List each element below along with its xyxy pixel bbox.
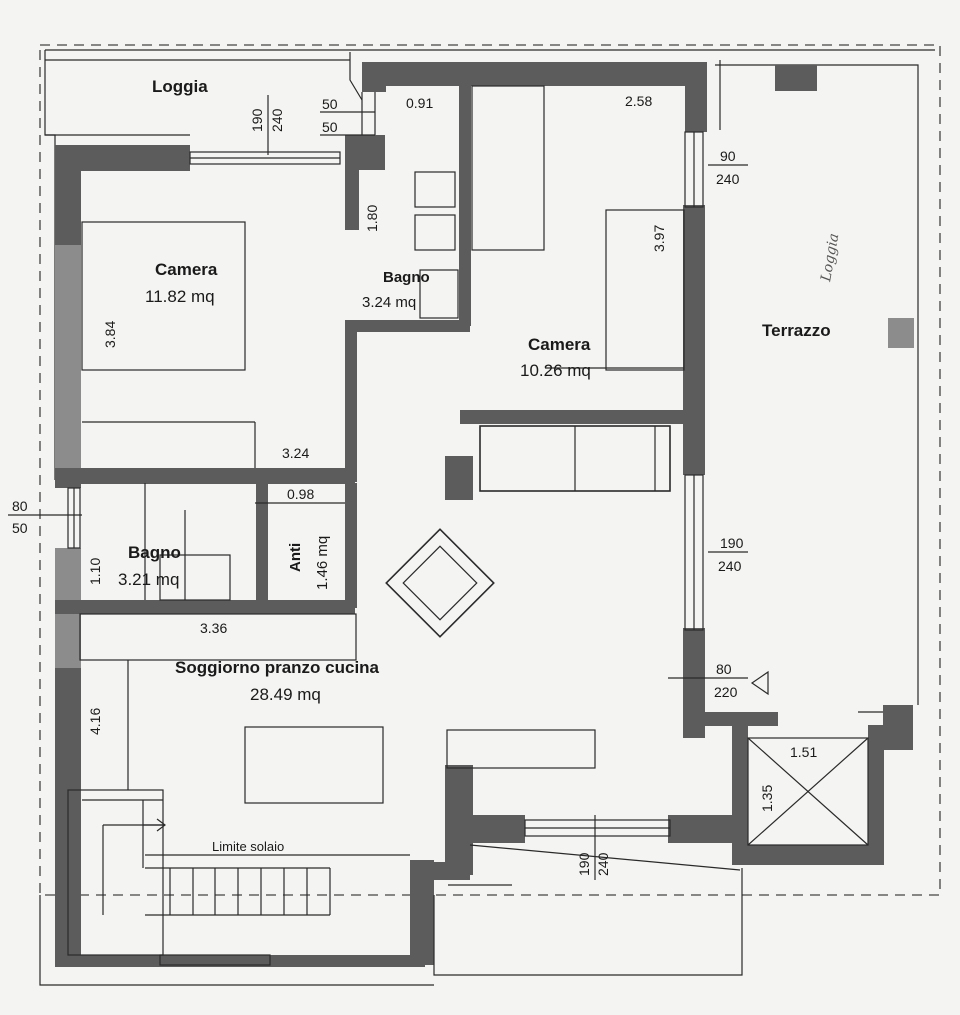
- label-bagno-top: Bagno: [383, 269, 430, 286]
- dim-240-bottom: 240: [595, 852, 611, 876]
- dim-098: 0.98: [287, 486, 314, 502]
- dim-90-240: 240: [716, 171, 740, 187]
- armchair: [385, 528, 495, 638]
- dim-240-right: 240: [718, 558, 742, 574]
- dim-90: 90: [720, 148, 736, 164]
- dim-50-top: 50: [322, 96, 338, 112]
- dim-50-left: 50: [12, 520, 28, 536]
- area-bagno-top: 3.24 mq: [362, 294, 416, 311]
- dim-110: 1.10: [87, 558, 103, 585]
- dim-151: 1.51: [790, 744, 817, 760]
- label-anti: Anti: [287, 543, 304, 572]
- label-limite-solaio: Limite solaio: [212, 839, 284, 854]
- dim-50-bottom: 50: [322, 119, 338, 135]
- dim-190-bottom: 190: [576, 852, 592, 876]
- shaft: [747, 737, 869, 846]
- area-bagno-bottom: 3.21 mq: [118, 570, 179, 589]
- dim-190-right: 190: [720, 535, 744, 551]
- area-camera-left: 11.82 mq: [145, 287, 215, 306]
- terrace-outline: [715, 60, 919, 713]
- area-anti: 1.46 mq: [314, 536, 331, 590]
- dim-220-right: 220: [714, 684, 738, 700]
- label-loggia: Loggia: [152, 77, 208, 96]
- area-soggiorno: 28.49 mq: [250, 685, 321, 704]
- windows: [67, 92, 704, 966]
- label-terrazzo: Terrazzo: [762, 321, 831, 340]
- dim-416: 4.16: [87, 708, 103, 735]
- walls: [55, 62, 914, 967]
- dim-80-right: 80: [716, 661, 732, 677]
- dimension-lines: [8, 95, 769, 880]
- area-camera-right: 10.26 mq: [520, 361, 591, 380]
- outer-boundary: [39, 44, 941, 896]
- label-soggiorno: Soggiorno pranzo cucina: [175, 658, 380, 677]
- dim-324: 3.24: [282, 445, 309, 461]
- dim-80-left: 80: [12, 498, 28, 514]
- dim-336: 3.36: [200, 620, 227, 636]
- dim-091: 0.91: [406, 95, 433, 111]
- dim-loggia-window-bottom: 240: [269, 108, 285, 132]
- label-camera-right: Camera: [528, 335, 591, 354]
- handwritten-note: Loggia: [818, 232, 842, 284]
- lower-balcony: [39, 844, 743, 986]
- dim-180: 1.80: [364, 205, 380, 232]
- dim-258: 2.58: [625, 93, 652, 109]
- dim-384: 3.84: [102, 321, 118, 348]
- label-bagno-bottom: Bagno: [128, 543, 181, 562]
- dim-loggia-window-top: 190: [249, 108, 265, 132]
- stairs: [67, 789, 410, 956]
- dim-397: 3.97: [651, 225, 667, 252]
- dim-135: 1.35: [759, 785, 775, 812]
- label-camera-left: Camera: [155, 260, 218, 279]
- furniture: [79, 85, 685, 804]
